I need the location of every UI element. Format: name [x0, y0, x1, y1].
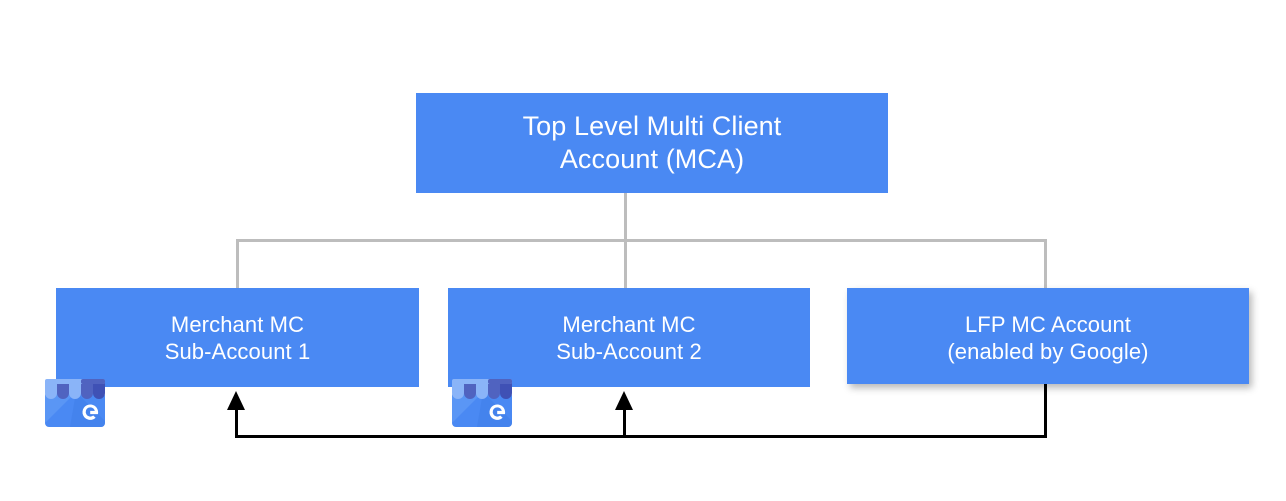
- node-merchant-sub-account-2[interactable]: Merchant MC Sub-Account 2: [448, 288, 810, 387]
- connector-drop-lfp-account: [1044, 239, 1047, 290]
- connector-root-stem: [624, 193, 627, 242]
- node-merchant-sub-account-1-label: Merchant MC Sub-Account 1: [164, 312, 311, 364]
- flow-riser-to-sub-account-2: [623, 404, 626, 437]
- flow-horizontal-bus: [235, 435, 1047, 438]
- connector-horizontal-bus: [236, 239, 1047, 242]
- flow-riser-from-lfp-account: [1044, 384, 1047, 437]
- node-merchant-sub-account-1[interactable]: Merchant MC Sub-Account 1: [56, 288, 419, 387]
- node-lfp-mc-account-label: LFP MC Account (enabled by Google): [947, 312, 1149, 364]
- google-business-profile-icon: [40, 365, 110, 435]
- arrowhead-to-sub-account-1: [227, 391, 245, 410]
- flow-riser-to-sub-account-1: [235, 404, 238, 437]
- connector-drop-sub-account-1: [236, 239, 239, 290]
- google-business-profile-icon: [447, 365, 517, 435]
- node-top-level-mca[interactable]: Top Level Multi Client Account (MCA): [416, 93, 888, 193]
- node-merchant-sub-account-2-label: Merchant MC Sub-Account 2: [556, 312, 702, 364]
- connector-drop-sub-account-2: [624, 239, 627, 290]
- node-lfp-mc-account[interactable]: LFP MC Account (enabled by Google): [847, 288, 1249, 384]
- arrowhead-to-sub-account-2: [615, 391, 633, 410]
- node-top-level-mca-label: Top Level Multi Client Account (MCA): [522, 111, 782, 174]
